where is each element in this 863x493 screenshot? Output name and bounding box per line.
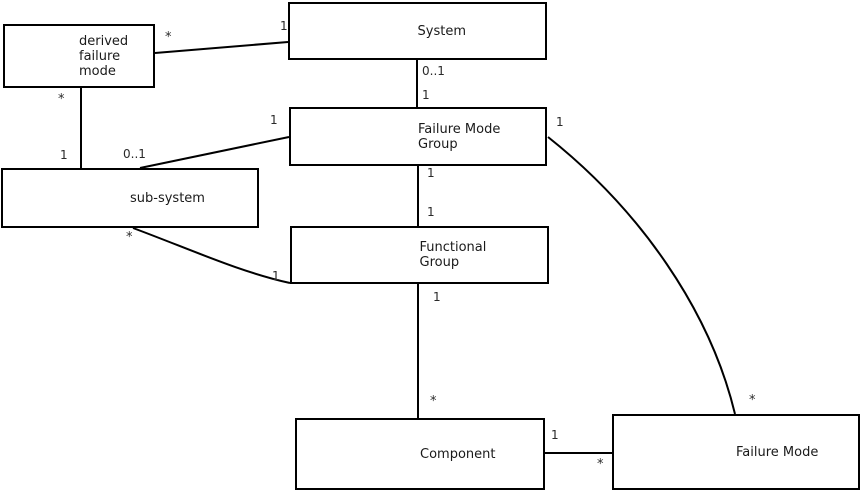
multiplicity-fm-fmg-star: * xyxy=(749,393,756,408)
multiplicity-fmg-fg-one: 1 xyxy=(427,166,435,180)
multiplicity-fg-component-one: 1 xyxy=(433,290,441,304)
class-label-component: Component xyxy=(420,446,496,462)
multiplicity-system-fmg-zero-one: 0..1 xyxy=(422,64,445,78)
edge-derived-failure-mode-to-system xyxy=(154,41,289,54)
class-box-system[interactable] xyxy=(288,2,547,60)
multiplicity-fg-subsystem-one: 1 xyxy=(272,269,280,283)
class-box-component[interactable] xyxy=(295,418,545,490)
multiplicity-fmg-subsystem-one: 1 xyxy=(270,113,278,127)
edge-failure-mode-group-to-failure-mode xyxy=(547,136,736,415)
multiplicity-fg-fmg-one: 1 xyxy=(427,205,435,219)
multiplicity-subsystem-fg-star: * xyxy=(126,230,133,245)
class-box-failure-mode-group[interactable] xyxy=(289,107,547,166)
class-box-sub-system[interactable] xyxy=(1,168,259,228)
class-box-functional-group[interactable] xyxy=(290,226,549,284)
multiplicity-component-fg-star: * xyxy=(430,394,437,409)
multiplicity-component-fm-one: 1 xyxy=(551,428,559,442)
multiplicity-subsystem-dfm-one: 1 xyxy=(60,148,68,162)
multiplicity-system-dfm-one: 1 xyxy=(280,19,288,33)
edge-sub-system-to-failure-mode-group xyxy=(139,136,290,169)
class-label-sub-system: sub-system xyxy=(130,190,205,206)
multiplicity-fmg-system-one: 1 xyxy=(422,88,430,102)
edge-sub-system-to-functional-group xyxy=(132,227,291,284)
class-label-functional-group: Functional Group xyxy=(419,240,487,270)
class-label-system: System xyxy=(417,23,466,39)
multiplicity-dfm-subsystem-star: * xyxy=(58,92,65,107)
class-label-derived-failure-mode: derived failure mode xyxy=(79,33,129,79)
class-label-failure-mode: Failure Mode xyxy=(736,444,819,460)
multiplicity-fmg-fm-one: 1 xyxy=(556,115,564,129)
class-label-failure-mode-group: Failure Mode Group xyxy=(418,121,501,152)
class-box-derived-failure-mode[interactable] xyxy=(3,24,155,88)
class-box-failure-mode[interactable] xyxy=(612,414,860,490)
multiplicity-subsystem-fmg-zero-one: 0..1 xyxy=(123,147,146,161)
multiplicity-dfm-system-star: * xyxy=(165,30,172,45)
multiplicity-fm-component-star: * xyxy=(597,457,604,472)
